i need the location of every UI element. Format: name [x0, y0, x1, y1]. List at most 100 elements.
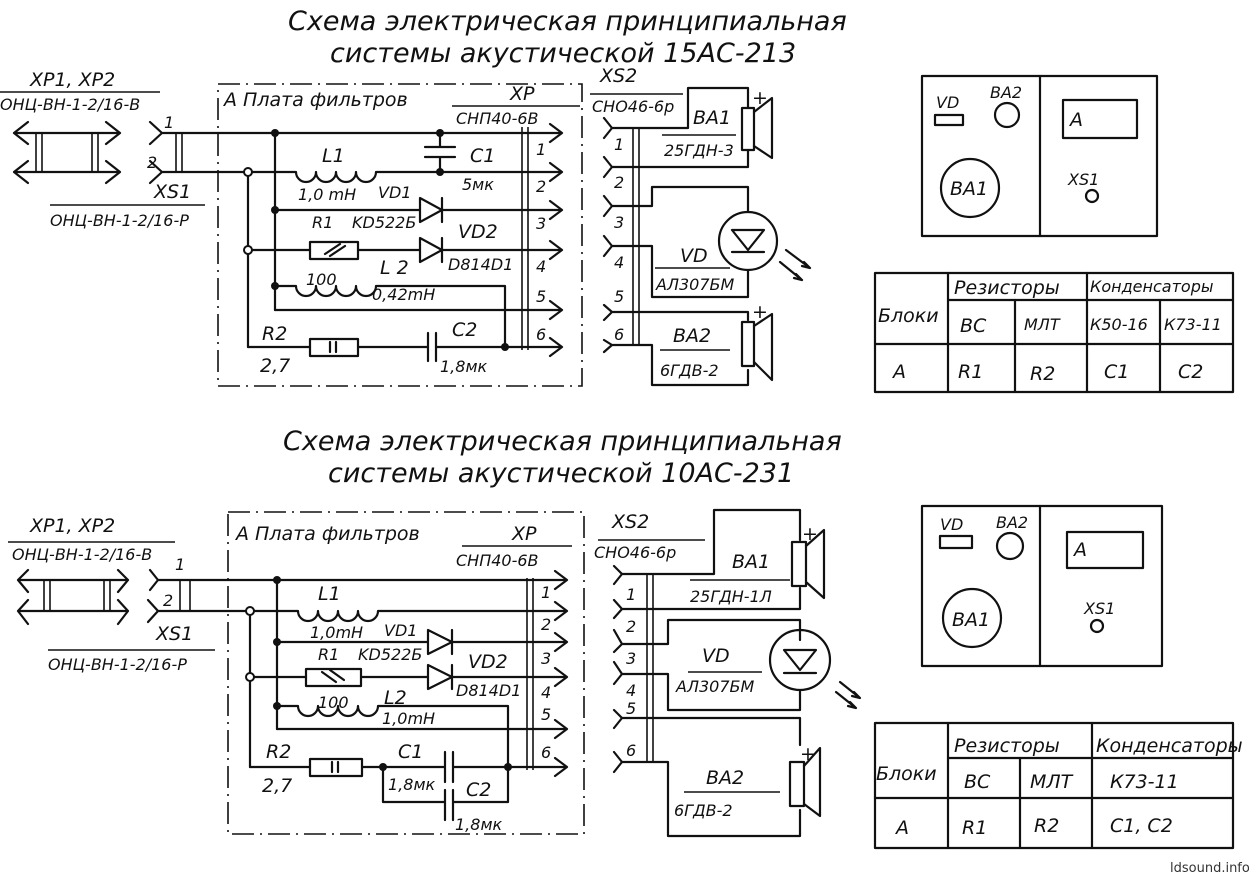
title-line2: системы акустической 10АС-231	[328, 458, 794, 489]
parts-table: Блоки Резисторы Конденсаторы ВС МЛТ К50-…	[873, 271, 1235, 394]
vd1-value: KD522Б	[352, 213, 416, 232]
table-cell: R2	[1034, 815, 1059, 837]
c1-ref: C1	[470, 145, 495, 167]
speaker-plus: +	[752, 87, 768, 109]
vd2-value: D814D1	[456, 681, 521, 700]
xp-pin: 1	[536, 140, 546, 159]
socket-pin: 2	[163, 591, 173, 610]
ba1-type: 25ГДН-3	[664, 141, 734, 160]
xp-label: XP	[509, 83, 535, 105]
plug-label: XP1, XP2	[29, 69, 115, 91]
xp-pin: 5	[536, 287, 546, 306]
plug-type: ОНЦ-ВН-1-2/16-В	[12, 545, 152, 564]
xp-pin: 2	[536, 177, 546, 196]
vd2-ref: VD2	[468, 651, 508, 673]
c2-ref: C2	[466, 779, 491, 801]
xp-type: СНП40-6В	[456, 109, 539, 128]
xp-pin: 3	[536, 214, 546, 233]
schematic-10ac-231: Схема электрическая принципиальная систе…	[8, 426, 1243, 850]
r1-value: 100	[318, 693, 349, 712]
table-cell: C1	[1104, 361, 1129, 383]
layout-xs1: XS1	[1067, 170, 1099, 189]
c2-value: 1,8мк	[440, 357, 488, 376]
xp-pin: 4	[541, 683, 551, 702]
socket-pin: 2	[147, 153, 157, 172]
output-socket-xs2: XS2 СНО46-6р 1 2 3 4 5 6 + BA1 25ГДН	[590, 65, 812, 387]
watermark: ldsound.info	[1170, 861, 1249, 876]
r1-value: 100	[306, 270, 337, 289]
xp-pin: 3	[541, 649, 551, 668]
ba2-ref: BA2	[673, 325, 711, 347]
enclosure-layout: VD BA2 BA1 A XS1	[920, 504, 1164, 668]
layout-a: A	[1072, 539, 1087, 561]
l1-ref: L1	[318, 583, 341, 605]
xs2-pin: 2	[614, 173, 624, 192]
xs2-pin: 4	[626, 681, 636, 700]
c1-value: 5мк	[462, 175, 494, 194]
vd-ref: VD	[680, 245, 708, 267]
vd-type: АЛ307БМ	[675, 677, 754, 696]
c2-value: 1,8мк	[455, 815, 503, 834]
c1-ref: C1	[398, 741, 423, 763]
board-title: А Плата фильтров	[234, 523, 420, 545]
table-cell: А	[894, 817, 909, 839]
parts-table: Блоки Резисторы Конденсаторы ВС МЛТ К73-…	[873, 721, 1243, 850]
xp-pin: 6	[541, 743, 551, 762]
xs2-pin: 3	[626, 649, 636, 668]
input-plug-xp1-xp2: XP1, XP2 ОНЦ-ВН-1-2/16-В	[8, 515, 175, 626]
ba2-type: 6ГДВ-2	[674, 801, 733, 820]
table-header-blocks: Блоки	[876, 763, 937, 785]
led-vd: VD АЛ307БМ	[655, 210, 812, 294]
input-socket-xs1: 1 2 XS1 ОНЦ-ВН-1-2/16-Р	[50, 113, 277, 230]
vd-type: АЛ307БМ	[655, 275, 734, 294]
c2-ref: C2	[452, 319, 477, 341]
xp-type: СНП40-6В	[456, 551, 539, 570]
layout-ba2: BA2	[996, 513, 1028, 532]
xp-pin: 4	[536, 257, 546, 276]
xs2-pin: 1	[626, 585, 636, 604]
xs2-pin: 6	[614, 325, 624, 344]
xp-pin: 2	[541, 615, 551, 634]
table-cell: R1	[958, 361, 983, 383]
l2-ref: L 2	[380, 257, 409, 279]
title-line2: системы акустической 15АС-213	[330, 38, 796, 69]
xs2-label: XS2	[599, 65, 637, 87]
table-cell: R1	[962, 817, 987, 839]
xp-pin: 1	[541, 583, 551, 602]
layout-vd: VD	[936, 93, 959, 112]
layout-xs1: XS1	[1083, 599, 1115, 618]
layout-a: A	[1068, 109, 1083, 131]
l1-value: 1,0mH	[310, 623, 363, 642]
socket-label: XS1	[155, 623, 193, 645]
title-line1: Схема электрическая принципиальная	[288, 6, 847, 37]
r2-value: 2,7	[262, 775, 292, 797]
l1-ref: L1	[322, 145, 345, 167]
xp-pin: 6	[536, 325, 546, 344]
table-subheader: МЛТ	[1024, 315, 1061, 334]
layout-ba2: BA2	[990, 83, 1022, 102]
c1-value: 1,8мк	[388, 775, 436, 794]
input-plug-xp1-xp2: XP1, XP2 ОНЦ-ВН-1-2/16-В	[0, 69, 160, 185]
xs2-pin: 2	[626, 617, 636, 636]
vd2-ref: VD2	[458, 221, 498, 243]
table-header-resistors: Резисторы	[954, 277, 1060, 299]
ba1-type: 25ГДН-1Л	[690, 587, 772, 606]
filter-board: А Плата фильтров XP СНП40-6В	[227, 511, 585, 835]
filter-board: А Плата фильтров XP СНП40-6В	[217, 83, 583, 387]
title-line1: Схема электрическая принципиальная	[283, 426, 842, 457]
xs2-pin: 6	[626, 741, 636, 760]
ba2-ref: BA2	[706, 767, 744, 789]
xs2-pin: 5	[614, 287, 624, 306]
xs2-pin: 3	[614, 213, 624, 232]
speaker-ba2: + BA2 6ГДВ-2	[660, 301, 774, 382]
speaker-ba1: + BA1 25ГДН-3	[662, 87, 774, 160]
l2-ref: L2	[384, 687, 407, 709]
vd1-value: KD522Б	[358, 645, 422, 664]
table-header-capacitors: Конденсаторы	[1090, 277, 1213, 296]
r2-ref: R2	[266, 741, 291, 763]
plug-type: ОНЦ-ВН-1-2/16-В	[0, 95, 140, 114]
table-cell: C2	[1178, 361, 1203, 383]
table-header-blocks: Блоки	[878, 305, 939, 327]
table-subheader: МЛТ	[1030, 771, 1074, 793]
speaker-plus: +	[802, 523, 818, 545]
